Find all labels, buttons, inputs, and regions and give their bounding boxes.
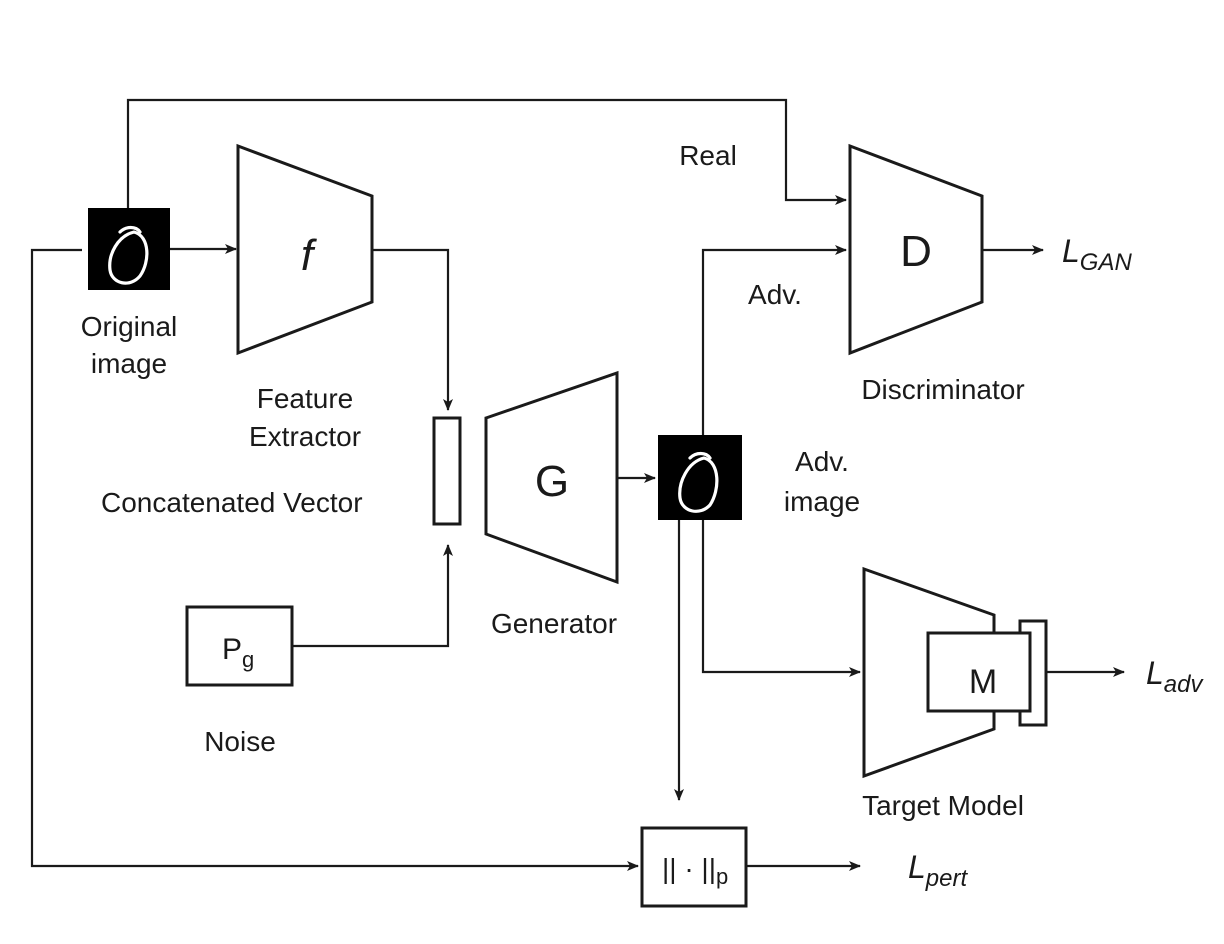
- feature-extractor: f: [236, 143, 374, 356]
- original-image-label-2: image: [91, 348, 167, 379]
- loss-gan-main: L: [1062, 233, 1080, 269]
- connectors: [30, 98, 1125, 871]
- noise-box: Pg: [185, 605, 294, 687]
- discriminator: D: [848, 143, 984, 356]
- original-image-bg: [88, 208, 170, 290]
- arrow-feature-to-vector: [372, 248, 453, 411]
- adv-image-bg: [658, 435, 742, 520]
- norm-symbol: || · ||: [662, 853, 716, 884]
- svg-text:Pg: Pg: [222, 633, 254, 672]
- arrow-original-to-discriminator-real: [126, 98, 847, 208]
- norm-subscript: p: [716, 864, 728, 889]
- arrow-adv-to-discriminator: [701, 245, 847, 435]
- adv-image: [658, 435, 742, 520]
- target-model-label: Target Model: [862, 790, 1024, 821]
- loss-adv-main: L: [1146, 655, 1164, 691]
- concat-vector-label: Concatenated Vector: [101, 487, 363, 518]
- discriminator-symbol: D: [900, 227, 932, 276]
- arrow-adv-to-target: [701, 520, 861, 677]
- loss-pert-main: L: [908, 849, 926, 885]
- arrow-noise-to-vector: [292, 544, 453, 648]
- loss-adv-label: Ladv: [1146, 655, 1204, 698]
- target-inner-box: [926, 631, 1032, 713]
- adv-image-label-1: Adv.: [795, 446, 849, 477]
- loss-gan-label: LGAN: [1062, 233, 1132, 276]
- real-label: Real: [679, 140, 737, 171]
- svg-text:|| · ||p: || · ||p: [662, 853, 728, 889]
- target-symbol: M: [969, 663, 997, 701]
- generator-label: Generator: [491, 608, 617, 639]
- discriminator-label: Discriminator: [861, 374, 1024, 405]
- loss-pert-sub: pert: [925, 865, 969, 892]
- generator-symbol: G: [535, 457, 569, 506]
- noise-symbol: P: [222, 633, 242, 666]
- arrow-original-to-norm: [30, 248, 639, 871]
- noise-subscript: g: [242, 647, 254, 672]
- concatenated-vector-box: [432, 416, 462, 526]
- generator: G: [484, 370, 619, 585]
- loss-gan-sub: GAN: [1080, 249, 1133, 276]
- norm-box: || · ||p: [640, 826, 748, 908]
- original-image-label-1: Original: [81, 311, 177, 342]
- feature-extractor-label-2: Extractor: [249, 421, 361, 452]
- adv-image-label-2: image: [784, 486, 860, 517]
- loss-adv-sub: adv: [1164, 671, 1205, 698]
- digit-zero-icon: [108, 225, 149, 285]
- target-model: M: [862, 566, 1048, 779]
- loss-pert-label: Lpert: [908, 849, 968, 892]
- original-image: [88, 208, 170, 290]
- feature-extractor-label-1: Feature: [257, 383, 354, 414]
- noise-label: Noise: [204, 726, 276, 757]
- adv-label: Adv.: [748, 279, 802, 310]
- adv-digit-zero-icon: [678, 451, 719, 513]
